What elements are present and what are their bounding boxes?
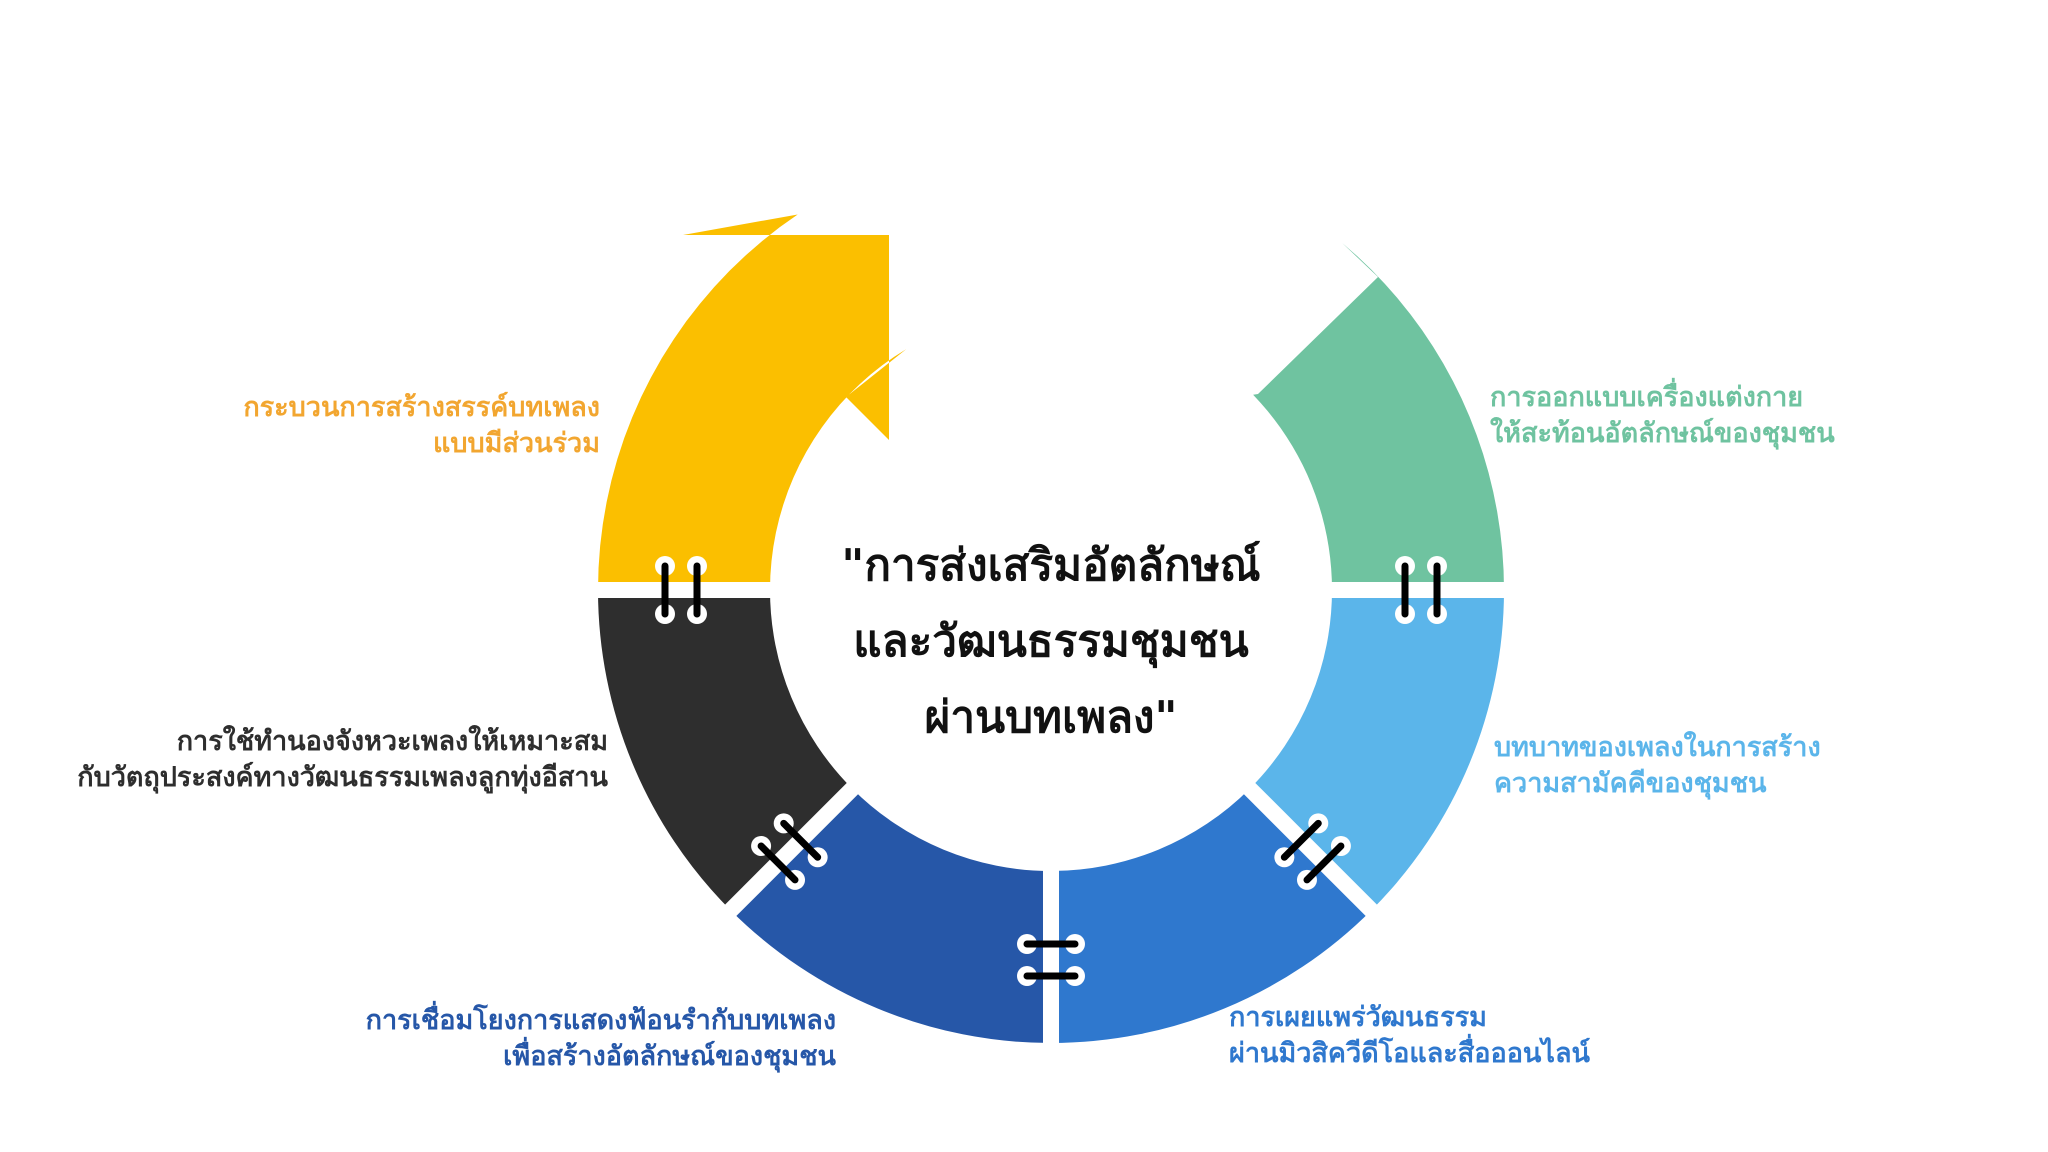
segment-costume-arrow [1253, 242, 1504, 590]
stitch-icon [687, 556, 707, 624]
label-line: การเผยแพร่วัฒนธรรม [1229, 1002, 1487, 1033]
stitch-icon [1274, 813, 1329, 868]
label-line: ให้สะท้อนอัตลักษณ์ของชุมชน [1490, 418, 1835, 449]
center-title: "การส่งเสริมอัตลักษณ์ และวัฒนธรรมชุมชน ผ… [801, 528, 1301, 756]
label-line: กระบวนการสร้างสรรค์บทเพลง [243, 392, 600, 423]
label-melody: การใช้ทำนองจังหวะเพลงให้เหมาะสม กับวัตถุ… [77, 724, 608, 796]
segment-gap [717, 775, 866, 924]
label-line: แบบมีส่วนร่วม [432, 428, 600, 459]
stitch-icon [773, 813, 828, 868]
label-line: ผ่านมิวสิควีดีโอและสื่อออนไลน์ [1229, 1038, 1590, 1069]
label-line: กับวัตถุประสงค์ทางวัฒนธรรมเพลงลูกทุ่งอีส… [77, 762, 608, 793]
stitch-icon [1395, 556, 1415, 624]
title-line: และวัฒนธรรมชุมชน [853, 616, 1249, 667]
stitch-icon [1427, 556, 1447, 624]
label-line: ความสามัคคีของชุมชน [1494, 768, 1767, 799]
title-line: ผ่านบทเพลง" [924, 692, 1178, 743]
label-line: เพื่อสร้างอัตลักษณ์ของชุมชน [503, 1041, 836, 1072]
segment-participatory-arrow [598, 214, 907, 590]
stitch-icon [655, 556, 675, 624]
segment-gaps [588, 582, 1514, 1053]
label-participatory: กระบวนการสร้างสรรค์บทเพลง แบบมีส่วนร่วม [243, 390, 600, 462]
label-dance: การเชื่อมโยงการแสดงฟ้อนรำกับบทเพลง เพื่อ… [366, 1003, 836, 1075]
stitch-icon [1017, 966, 1085, 986]
segment-gap [1236, 775, 1385, 924]
title-line: "การส่งเสริมอัตลักษณ์ [841, 540, 1261, 591]
label-unity: บทบาทของเพลงในการสร้าง ความสามัคคีของชุม… [1494, 730, 1821, 802]
stitch-icon [751, 835, 806, 890]
label-line: บทบาทของเพลงในการสร้าง [1494, 732, 1821, 763]
label-line: การใช้ทำนองจังหวะเพลงให้เหมาะสม [176, 726, 608, 757]
label-costume: การออกแบบเครื่องแต่งกาย ให้สะท้อนอัตลักษ… [1490, 380, 1835, 452]
stitch-icon [1017, 934, 1085, 954]
stitch-connectors [655, 556, 1447, 986]
label-line: การเชื่อมโยงการแสดงฟ้อนรำกับบทเพลง [365, 1005, 836, 1036]
label-media: การเผยแพร่วัฒนธรรม ผ่านมิวสิควีดีโอและสื… [1229, 1000, 1590, 1072]
label-line: การออกแบบเครื่องแต่งกาย [1490, 382, 1804, 413]
stitch-icon [1296, 835, 1351, 890]
